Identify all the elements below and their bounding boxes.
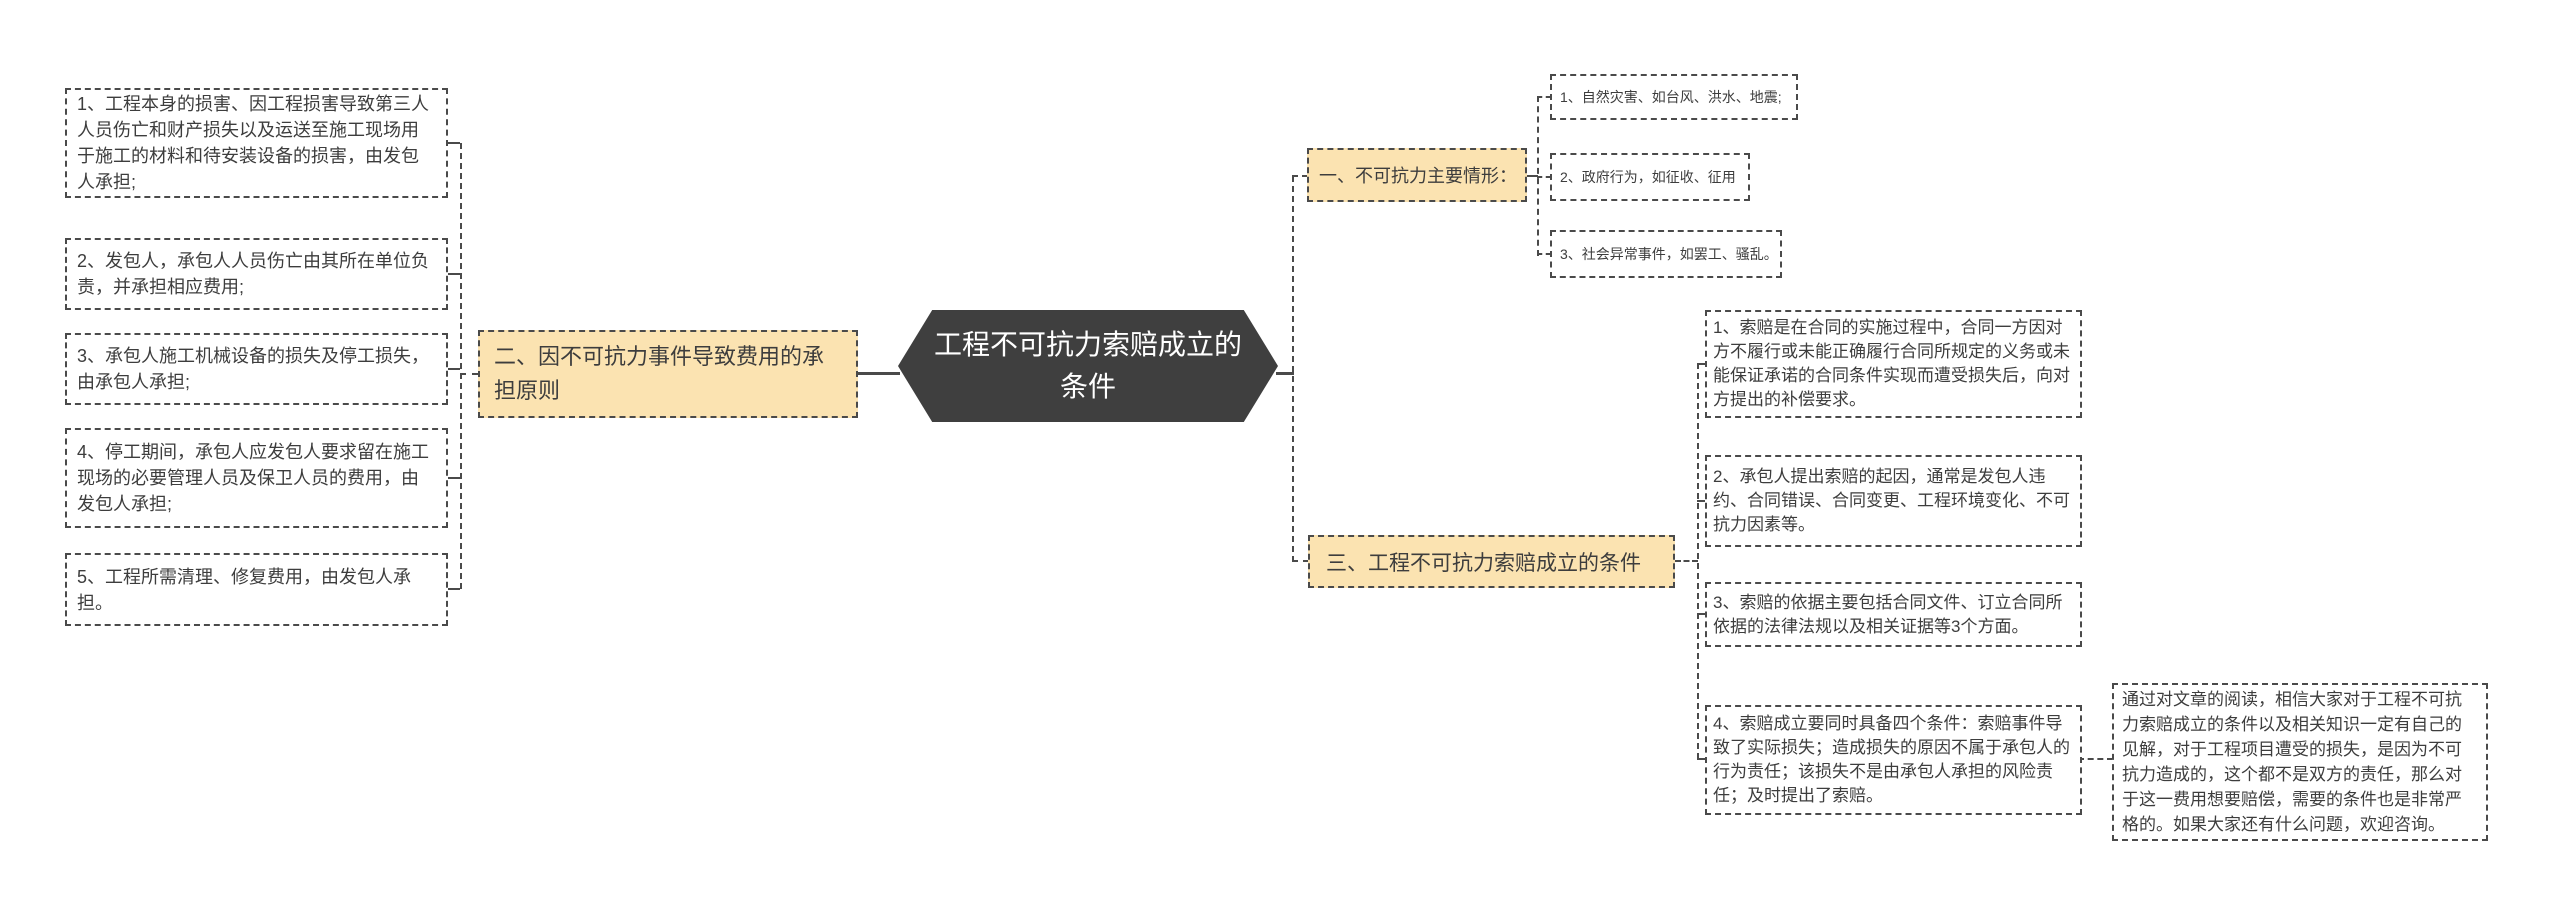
branch-three-node[interactable]: 三、工程不可抗力索赔成立的条件: [1308, 535, 1675, 588]
connector-line: [460, 373, 478, 375]
branch-one-node[interactable]: 一、不可抗力主要情形：: [1307, 148, 1527, 202]
connector-line: [1697, 363, 1699, 759]
branch-one-item[interactable]: 3、社会异常事件，如罢工、骚乱。: [1550, 230, 1782, 278]
connector-line: [1697, 613, 1706, 615]
connector-line: [448, 477, 460, 479]
branch-three-item[interactable]: 2、承包人提出索赔的起因，通常是发包人违约、合同错误、合同变更、工程环境变化、不…: [1705, 455, 2082, 547]
connector-line: [1292, 175, 1308, 177]
connector-line: [448, 142, 460, 144]
branch-two-item[interactable]: 2、发包人，承包人人员伤亡由其所在单位负责，并承担相应费用;: [65, 238, 448, 310]
connector-line: [448, 368, 460, 370]
branch-three-item[interactable]: 3、索赔的依据主要包括合同文件、订立合同所依据的法律法规以及相关证据等3个方面。: [1705, 582, 2082, 647]
connector-line: [1527, 175, 1538, 177]
connector-line: [448, 273, 460, 275]
connector-line: [448, 588, 460, 590]
connector-line: [1675, 560, 1698, 562]
connector-line: [1292, 176, 1294, 562]
connector-line: [1697, 758, 1706, 760]
connector-line: [856, 372, 900, 375]
branch-two-label: 二、因不可抗力事件导致费用的承担原则: [494, 344, 825, 403]
connector-line: [1697, 363, 1706, 365]
root-node[interactable]: 工程不可抗力索赔成立的条件: [898, 310, 1278, 422]
branch-two-node[interactable]: 二、因不可抗力事件导致费用的承担原则: [478, 330, 858, 418]
connector-line: [1697, 500, 1706, 502]
connector-line: [460, 143, 462, 589]
branch-two-item[interactable]: 1、工程本身的损害、因工程损害导致第三人人员伤亡和财产损失以及运送至施工现场用于…: [65, 88, 448, 198]
branch-one-item[interactable]: 1、自然灾害、如台风、洪水、地震;: [1550, 74, 1798, 120]
connector-line: [1292, 560, 1309, 562]
branch-one-label: 一、不可抗力主要情形：: [1319, 166, 1517, 186]
branch-two-item[interactable]: 5、工程所需清理、修复费用，由发包人承担。: [65, 553, 448, 626]
branch-three-item[interactable]: 1、索赔是在合同的实施过程中，合同一方因对方不履行或未能正确履行合同所规定的义务…: [1705, 310, 2082, 418]
summary-note-node[interactable]: 通过对文章的阅读，相信大家对于工程不可抗力索赔成立的条件以及相关知识一定有自己的…: [2112, 683, 2488, 841]
branch-one-item[interactable]: 2、政府行为，如征收、征用: [1550, 153, 1750, 201]
branch-three-item[interactable]: 4、索赔成立要同时具备四个条件：索赔事件导致了实际损失；造成损失的原因不属于承包…: [1705, 705, 2082, 815]
branch-two-item[interactable]: 3、承包人施工机械设备的损失及停工损失，由承包人承担;: [65, 333, 448, 405]
root-node-label: 工程不可抗力索赔成立的条件: [933, 329, 1242, 402]
branch-three-label: 三、工程不可抗力索赔成立的条件: [1326, 551, 1641, 575]
branch-two-item[interactable]: 4、停工期间，承包人应发包人要求留在施工现场的必要管理人员及保卫人员的费用，由发…: [65, 428, 448, 528]
connector-line: [1537, 253, 1551, 255]
connector-line: [1537, 96, 1551, 98]
connector-line: [1537, 176, 1551, 178]
connector-line: [2078, 758, 2113, 760]
connector-line: [1276, 372, 1294, 375]
